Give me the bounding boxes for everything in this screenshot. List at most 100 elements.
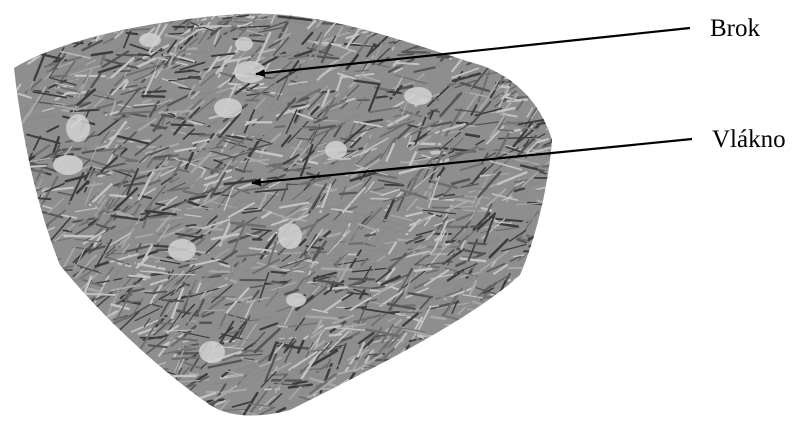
fiber-strand — [35, 348, 53, 357]
fiber-strand — [21, 36, 25, 48]
fiber-strand — [57, 358, 76, 360]
fiber-strand — [37, 46, 60, 47]
fiber-strand — [468, 327, 482, 333]
fiber-strand — [554, 134, 565, 138]
fiber-strand — [459, 392, 482, 398]
fiber-strand — [469, 243, 486, 244]
fiber-strand — [354, 18, 364, 26]
fiber-strand — [523, 54, 552, 62]
fiber-strand — [465, 342, 478, 366]
fiber-strand — [310, 11, 317, 17]
fiber-strand — [437, 56, 458, 57]
fiber-strand — [525, 274, 539, 279]
fiber-strand — [24, 166, 46, 167]
fiber-strand — [498, 57, 515, 61]
fiber-strand — [25, 196, 40, 205]
fiber-strand — [448, 15, 478, 26]
fiber-strand — [135, 374, 146, 406]
fiber-strand — [467, 374, 487, 381]
fiber-strand — [517, 19, 534, 40]
fiber-strand — [520, 4, 524, 15]
fiber-strand — [115, 407, 127, 408]
fiber-strand — [541, 12, 552, 15]
fiber-strand — [532, 234, 562, 248]
fiber-strand — [458, 359, 489, 367]
fiber-strand — [458, 338, 474, 352]
fiber-strand — [85, 294, 116, 295]
fiber-strand — [12, 296, 27, 313]
fiber-strand — [37, 305, 42, 319]
fiber-strand — [88, 29, 107, 30]
fiber-strand — [477, 36, 495, 42]
label-shot: Brok — [710, 16, 760, 41]
fiber-strand — [447, 39, 479, 42]
fiber-strand — [470, 342, 482, 345]
fiber-strand — [406, 377, 433, 391]
fiber-strand — [22, 233, 32, 255]
fiber-strand — [498, 11, 518, 38]
fiber-strand — [13, 374, 22, 389]
fiber-strand — [536, 369, 553, 371]
fiber-strand — [331, 7, 342, 20]
fiber-strand — [87, 2, 107, 11]
fiber-strand — [542, 300, 572, 314]
fiber-strand — [45, 378, 67, 389]
fiber-strand — [554, 29, 566, 31]
fiber-strand — [40, 279, 47, 286]
fiber-strand — [127, 33, 137, 34]
fiber-strand — [492, 0, 520, 13]
fiber-strand — [490, 21, 497, 27]
fiber-strand — [469, 399, 493, 403]
fiber-strand — [86, 330, 95, 331]
fiber-strand — [544, 246, 552, 249]
fiber-strand — [90, 363, 111, 377]
fiber-strand — [432, 18, 445, 21]
fiber-strand — [511, 18, 532, 43]
fiber-strand — [46, 397, 58, 401]
fiber-strand — [551, 63, 559, 65]
fiber-strand — [463, 354, 482, 373]
fiber-strand — [436, 405, 464, 410]
fiber-strand — [473, 326, 486, 345]
fiber-strand — [102, 398, 127, 400]
fiber-strand — [412, 376, 427, 383]
fiber-strand — [186, 225, 195, 226]
fiber-strand — [525, 310, 538, 328]
fiber-strand — [67, 358, 94, 365]
fiber-strand — [98, 389, 122, 393]
fiber-strand — [130, 0, 146, 13]
fiber-strand — [492, 329, 504, 339]
fiber-strand — [32, 369, 54, 391]
fiber-strand — [24, 29, 37, 34]
fiber-strand — [113, 347, 134, 373]
fiber-strand — [22, 381, 40, 398]
fiber-strand — [474, 368, 503, 383]
fiber-strand — [386, 386, 408, 407]
fiber-strand — [70, 300, 77, 306]
fiber-strand — [543, 332, 568, 335]
fiber-strand — [21, 224, 43, 246]
fiber-strand — [517, 378, 536, 397]
fiber-strand — [427, 35, 436, 37]
fiber-strand — [476, 337, 485, 347]
fiber-strand — [515, 308, 537, 324]
fiber-strand — [110, 4, 114, 15]
fiber-strand — [110, 324, 114, 333]
fiber-strand — [457, 327, 475, 338]
fiber-strand — [322, 23, 344, 24]
fiber-strand — [454, 352, 459, 362]
fiber-strand — [48, 20, 62, 29]
shot-particle — [278, 223, 302, 249]
fiber-strand — [400, 34, 421, 40]
fiber-strand — [97, 395, 127, 408]
fiber-strand — [535, 237, 558, 255]
fiber-strand — [366, 375, 383, 379]
fiber-strand — [85, 348, 93, 368]
fiber-strand — [50, 76, 67, 77]
fiber-strand — [527, 74, 539, 98]
fiber-strand — [457, 15, 464, 29]
fiber-strand — [550, 48, 572, 58]
fiber-strand — [437, 30, 452, 34]
fiber-strand — [552, 120, 580, 127]
fiber-strand — [185, 408, 205, 409]
